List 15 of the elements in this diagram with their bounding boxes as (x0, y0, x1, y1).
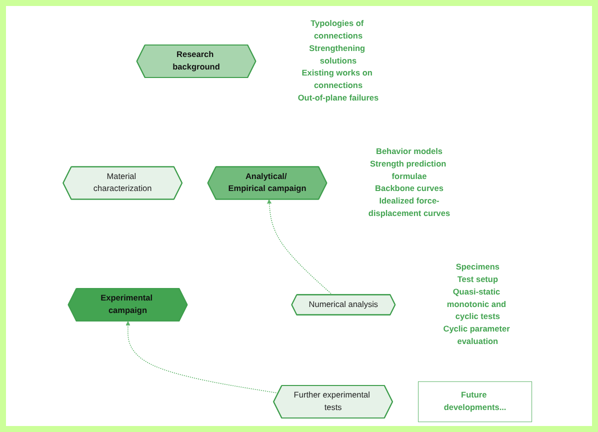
node-label: Test setup (458, 275, 498, 284)
arrow (267, 199, 334, 296)
node-label: Typologies of connections (310, 19, 364, 41)
node-label: Idealized force-displacement curves (368, 196, 450, 218)
node-label: Existing works on connections (302, 68, 373, 90)
node-label: Out-of-plane failures (298, 94, 379, 102)
node-label: Behavior models (376, 147, 443, 156)
node-label: Strengthening solutions (309, 44, 366, 66)
node-label: Quasi-static monotonic and cyclic tests (447, 288, 506, 322)
node-label: Specimens (456, 262, 500, 272)
node-box: Future developments... (418, 381, 532, 422)
arrow (126, 321, 279, 394)
node-label: Cyclic parameter evaluation (443, 324, 510, 346)
node-label: Strength prediction formulae (370, 160, 446, 181)
node-label: Backbone curves (375, 184, 444, 194)
